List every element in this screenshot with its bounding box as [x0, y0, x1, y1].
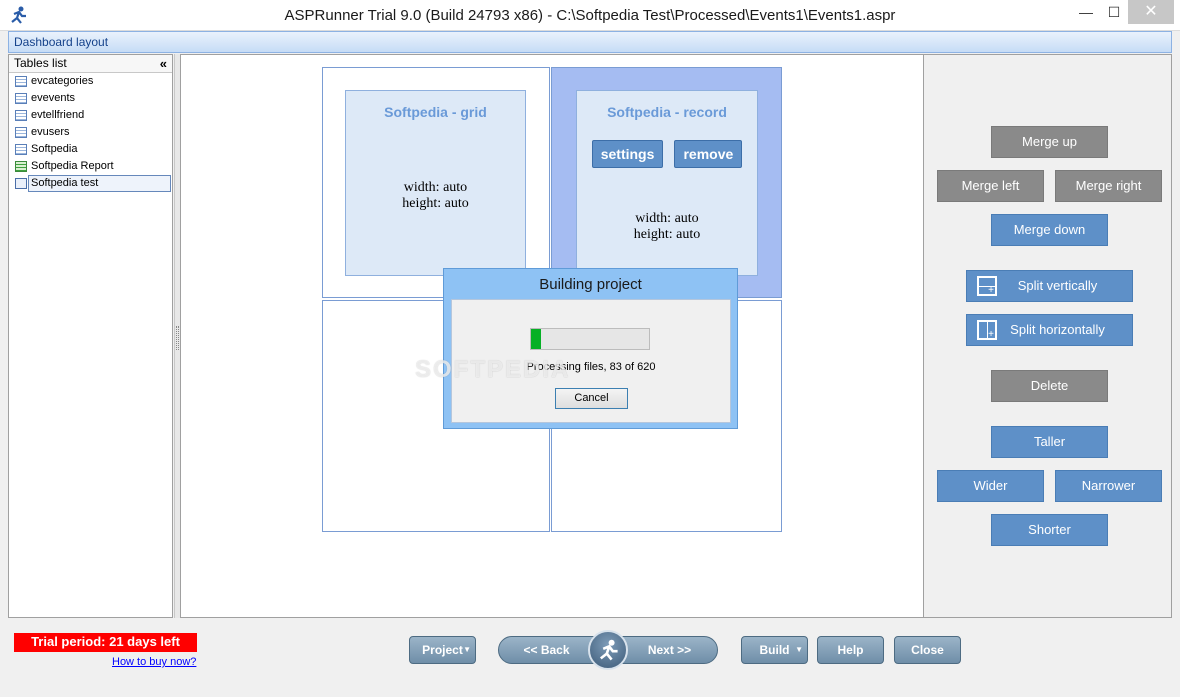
split-horizontally-label: Split horizontally [1010, 322, 1105, 337]
table-item-evtellfriend[interactable]: evtellfriend [9, 107, 172, 124]
dropdown-arrow-icon: ▼ [463, 645, 471, 654]
run-icon[interactable] [588, 630, 628, 670]
building-project-dialog: Building project Processing files, 83 of… [443, 268, 738, 429]
tables-list-panel: Tables list « evcategories evevents evte… [8, 54, 173, 618]
project-menu-button[interactable]: Project ▼ [409, 636, 476, 664]
dialog-body: Processing files, 83 of 620 Cancel [451, 299, 731, 423]
table-icon [15, 76, 27, 87]
next-button[interactable]: Next >> [647, 643, 692, 657]
split-horizontally-button[interactable]: + Split horizontally [966, 314, 1133, 346]
split-horizontal-icon: + [977, 320, 997, 340]
grid-widget-width: width: auto [403, 180, 468, 195]
layout-actions-panel: Merge up Merge left Merge right Merge do… [924, 54, 1172, 618]
tables-list-header: Tables list « [9, 55, 172, 73]
grid-widget-title: Softpedia - grid [384, 104, 487, 120]
record-widget[interactable]: Softpedia - record settings remove width… [576, 90, 758, 276]
table-item-evusers[interactable]: evusers [9, 124, 172, 141]
grid-widget[interactable]: Softpedia - grid width: auto height: aut… [345, 90, 526, 276]
table-item-label: Softpedia [31, 143, 78, 155]
table-item-label: evevents [31, 92, 76, 104]
table-icon [15, 93, 27, 104]
panel-splitter[interactable] [174, 54, 180, 618]
back-button[interactable]: << Back [523, 643, 570, 657]
dashboard-canvas: Softpedia - grid width: auto height: aut… [180, 54, 924, 618]
maximize-button[interactable]: ☐ [1107, 4, 1121, 20]
record-widget-height: height: auto [633, 227, 701, 242]
taller-button[interactable]: Taller [991, 426, 1108, 458]
merge-up-button[interactable]: Merge up [991, 126, 1108, 158]
build-progress-bar [530, 328, 650, 350]
remove-button[interactable]: remove [674, 140, 743, 168]
record-widget-title: Softpedia - record [607, 104, 727, 120]
build-menu-button[interactable]: Build ▼ [741, 636, 808, 664]
record-widget-width: width: auto [635, 211, 699, 226]
table-icon [15, 110, 27, 121]
dashboard-icon [15, 178, 27, 189]
splitter-grip[interactable] [176, 326, 179, 350]
runner-glyph-icon [599, 639, 618, 661]
cancel-build-button[interactable]: Cancel [555, 388, 628, 409]
table-item-label: evtellfriend [31, 109, 85, 121]
table-item-evevents[interactable]: evevents [9, 90, 172, 107]
shorter-button[interactable]: Shorter [991, 514, 1108, 546]
settings-button[interactable]: settings [591, 140, 664, 168]
help-button[interactable]: Help [817, 636, 884, 664]
how-to-buy-link[interactable]: How to buy now? [112, 656, 197, 668]
close-window-button[interactable]: ✕ [1128, 0, 1174, 24]
table-item-label: Softpedia Report [31, 160, 114, 172]
dashboard-layout-header: Dashboard layout [8, 31, 1172, 53]
title-bar: ASPRunner Trial 9.0 (Build 24793 x86) - … [0, 0, 1180, 31]
split-vertically-label: Split vertically [1017, 278, 1098, 293]
project-label: Project [422, 643, 463, 657]
merge-right-button[interactable]: Merge right [1055, 170, 1162, 202]
table-icon [15, 127, 27, 138]
layout-cell-top-left[interactable]: Softpedia - grid width: auto height: aut… [322, 67, 550, 298]
app-runner-icon [11, 6, 26, 24]
split-vertically-button[interactable]: + Split vertically [966, 270, 1133, 302]
progress-fill [531, 329, 541, 349]
report-icon [15, 161, 27, 172]
collapse-panel-icon[interactable]: « [159, 56, 167, 71]
tables-list-title: Tables list [14, 56, 67, 70]
dialog-title: Building project [539, 276, 642, 293]
dropdown-arrow-icon: ▼ [795, 645, 803, 654]
table-item-label: evusers [31, 126, 70, 138]
progress-status: Processing files, 83 of 620 [526, 361, 656, 373]
minimize-button[interactable]: — [1079, 4, 1093, 20]
table-item-label: Softpedia test [28, 175, 171, 192]
trial-period-badge: Trial period: 21 days left [14, 633, 197, 652]
table-item-softpedia-test[interactable]: Softpedia test [9, 175, 172, 192]
wider-button[interactable]: Wider [937, 470, 1044, 502]
merge-left-button[interactable]: Merge left [937, 170, 1044, 202]
table-item-evcategories[interactable]: evcategories [9, 73, 172, 90]
table-item-label: evcategories [31, 75, 94, 87]
close-button[interactable]: Close [894, 636, 961, 664]
table-item-softpedia-report[interactable]: Softpedia Report [9, 158, 172, 175]
build-label: Build [759, 643, 790, 657]
split-vertical-icon: + [977, 276, 997, 296]
merge-down-button[interactable]: Merge down [991, 214, 1108, 246]
narrower-button[interactable]: Narrower [1055, 470, 1162, 502]
table-item-softpedia[interactable]: Softpedia [9, 141, 172, 158]
window-title: ASPRunner Trial 9.0 (Build 24793 x86) - … [284, 7, 896, 24]
grid-widget-height: height: auto [402, 196, 469, 211]
delete-button[interactable]: Delete [991, 370, 1108, 402]
watermark: SOFTPEDIA [415, 356, 571, 383]
layout-cell-top-right[interactable]: Softpedia - record settings remove width… [551, 67, 782, 298]
table-icon [15, 144, 27, 155]
